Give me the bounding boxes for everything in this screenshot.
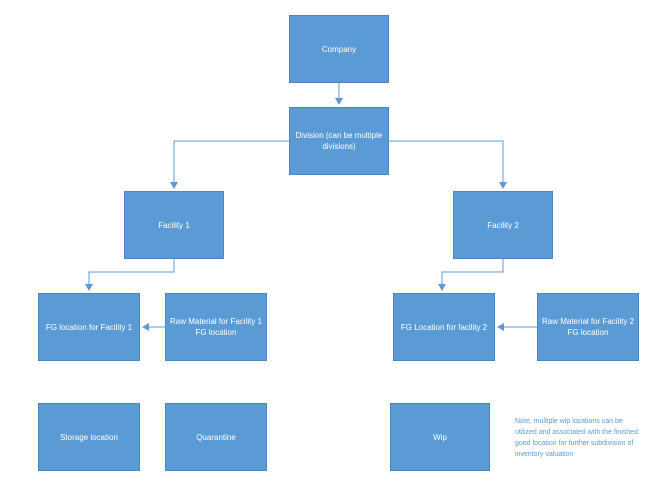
quarantine-label: Quarantine: [196, 432, 236, 442]
storage-location-label: Storage location: [60, 432, 118, 442]
facility1-box: Facility 1: [124, 191, 224, 259]
raw-material-facility1-label: Raw Material for Facility 1 FG location: [169, 317, 263, 337]
fg-location-facility1-box: FG location for Facility 1: [38, 293, 140, 361]
division-box: Division (can be multiple divisions): [289, 107, 389, 175]
wip-label: Wip: [433, 432, 447, 442]
wip-note-text: Note, multiple wip locations can be util…: [515, 418, 638, 458]
storage-location-box: Storage location: [38, 403, 140, 471]
raw-material-facility2-box: Raw Material for Facility 2 FG location: [537, 293, 639, 361]
fg-location-facility1-label: FG location for Facility 1: [45, 322, 133, 332]
division-label: Division (can be multiple divisions): [295, 131, 383, 151]
connector-facility1-fg1: [85, 259, 175, 291]
facility1-label: Facility 1: [158, 220, 190, 230]
raw-material-facility1-box: Raw Material for Facility 1 FG location: [165, 293, 267, 361]
facility2-label: Facility 2: [487, 220, 519, 230]
fg-location-facility2-label: FG Location for facility 2: [400, 322, 488, 332]
connector-division-facility2: [388, 140, 507, 189]
company-label: Company: [321, 44, 357, 54]
fg-location-facility2-box: FG Location for facility 2: [393, 293, 495, 361]
connector-division-facility1: [170, 140, 289, 189]
facility2-box: Facility 2: [453, 191, 553, 259]
wip-box: Wip: [390, 403, 490, 471]
company-box: Company: [289, 15, 389, 83]
quarantine-box: Quarantine: [165, 403, 267, 471]
wip-note: Note, multiple wip locations can be util…: [515, 416, 643, 460]
raw-material-facility2-label: Raw Material for Facility 2 FG location: [541, 317, 635, 337]
connector-facility2-fg2: [438, 259, 504, 291]
